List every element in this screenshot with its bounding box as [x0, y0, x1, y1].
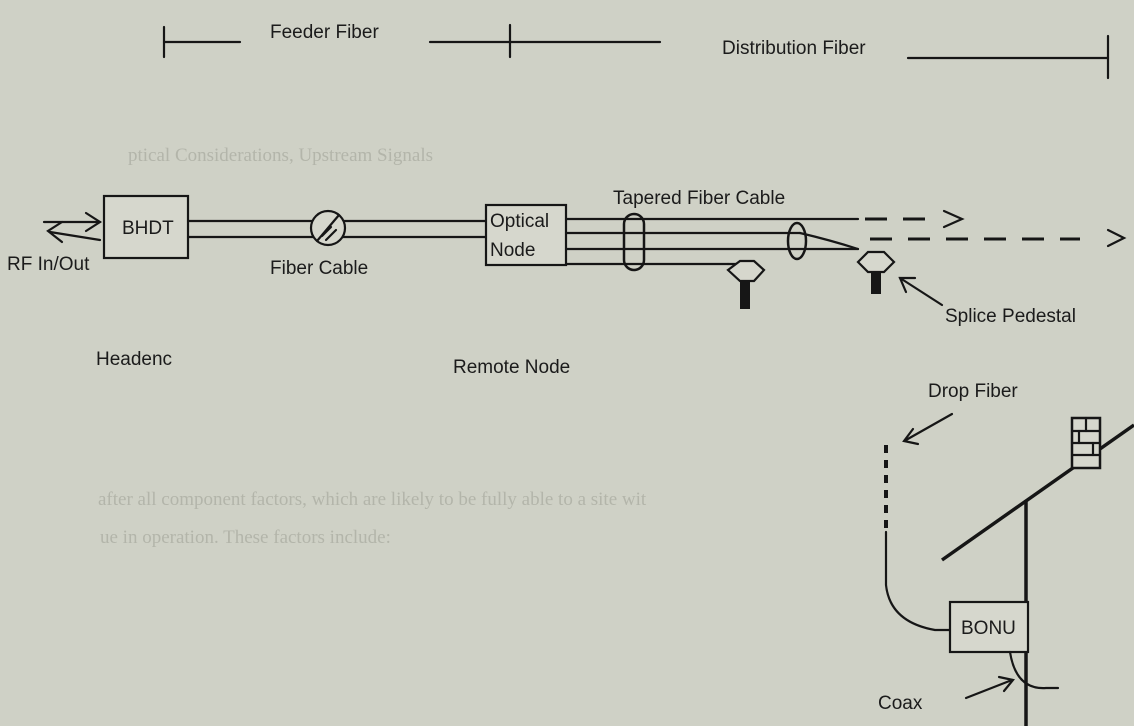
headend-label: Headenc	[96, 349, 172, 370]
cable-clamp-icon	[622, 212, 808, 272]
coax-line	[1008, 650, 1060, 690]
background-text-line: after all component factors, which are l…	[98, 489, 647, 510]
background-text-line: ue in operation. These factors include:	[100, 527, 391, 548]
remote-node-label: Remote Node	[453, 357, 570, 378]
feeder-fiber-scale	[162, 23, 662, 59]
house-icon	[940, 416, 1134, 726]
coax-arrow	[964, 675, 1015, 700]
drop-fiber-label: Drop Fiber	[928, 381, 1018, 402]
splice-pedestal-arrow	[898, 276, 944, 307]
rf-arrows	[42, 211, 103, 244]
optical-node-label: Node	[490, 240, 535, 261]
distribution-fiber-scale	[906, 34, 1110, 80]
background-text-line: ptical Considerations, Upstream Signals	[128, 145, 433, 166]
fiber-cable-label: Fiber Cable	[270, 258, 368, 279]
bhdt-box	[102, 194, 190, 260]
optical-node-label: Optical	[490, 211, 549, 232]
distribution-fiber-label: Distribution Fiber	[722, 38, 866, 59]
fiber-splice-icon	[309, 209, 347, 247]
coax-label: Coax	[878, 693, 923, 714]
feeder-fiber-label: Feeder Fiber	[270, 22, 379, 43]
bonu-label: BONU	[961, 618, 1016, 639]
bonu-box	[948, 600, 1030, 654]
optical-node-box	[484, 203, 568, 267]
bhdt-label: BHDT	[122, 218, 174, 239]
tapered-fiber-lines	[564, 217, 860, 266]
drop-fiber-line	[884, 445, 952, 632]
remote-node-pedestal-icon	[726, 259, 766, 309]
drop-fiber-arrow	[902, 412, 954, 446]
splice-pedestal-icon	[856, 250, 896, 294]
distribution-fiber-continuation	[865, 209, 1127, 248]
tapered-fiber-cable-label: Tapered Fiber Cable	[613, 188, 785, 209]
splice-pedestal-label: Splice Pedestal	[945, 306, 1076, 327]
rf-in-out-label: RF In/Out	[7, 254, 90, 275]
